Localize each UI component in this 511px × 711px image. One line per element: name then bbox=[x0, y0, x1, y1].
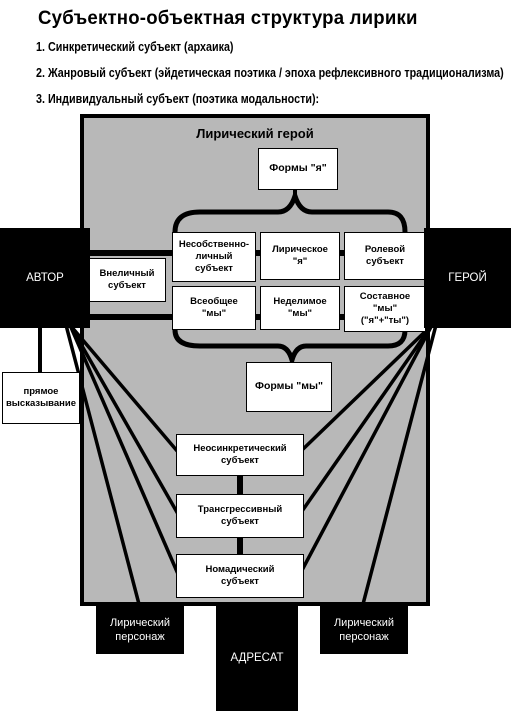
node-forms-ya: Формы "я" bbox=[258, 148, 338, 190]
node-nedelimoe-my: Неделимое "мы" bbox=[260, 286, 340, 330]
node-transgress: Трансгрессивный субъект bbox=[176, 494, 304, 538]
node-vseobshee-my: Всеобщее "мы" bbox=[172, 286, 256, 330]
node-vnelichny: Вне­личный субъект bbox=[88, 258, 166, 302]
node-nomadic: Номадический субъект bbox=[176, 554, 304, 598]
node-avtor: АВТОР bbox=[0, 228, 90, 328]
node-pryamoe: прямое высказывание bbox=[2, 372, 80, 424]
diagram-title: Субъектно-объектная структура лирики bbox=[38, 8, 418, 29]
node-forms-my: Формы "мы" bbox=[246, 362, 332, 412]
heading-syncretic: 1. Синкретический субъект (архаика) bbox=[36, 40, 234, 54]
node-liricheskoe-ya: Лирическое "я" bbox=[260, 232, 340, 280]
band-lower bbox=[80, 314, 432, 320]
node-lir-personazh-right: Лирический персонаж bbox=[320, 606, 408, 654]
line-author-neosinkret bbox=[68, 323, 180, 454]
node-nesobstvenno: Несобственно- личный субъект bbox=[172, 232, 256, 282]
line-author-transgress bbox=[68, 324, 180, 515]
node-lir-personazh-left: Лирический персонаж bbox=[96, 606, 184, 654]
line-hero-nomadic bbox=[298, 324, 434, 575]
line-author-nomadic bbox=[68, 324, 180, 575]
node-rolevoy: Ролевой субъект bbox=[344, 232, 426, 280]
heading-individual: 3. Индивидуальный субъект (поэтика модал… bbox=[36, 92, 320, 106]
node-adresat: АДРЕСАТ bbox=[216, 606, 298, 711]
brace-bottom bbox=[172, 329, 408, 370]
line-author-personazh bbox=[64, 324, 142, 609]
band-upper bbox=[80, 250, 432, 256]
line-hero-transgress bbox=[298, 323, 434, 516]
brace-top bbox=[172, 187, 408, 233]
node-sostavnoe-my: Составное "мы" ("я"+"ты") bbox=[344, 286, 426, 332]
line-hero-neosinkret bbox=[298, 323, 434, 454]
panel-title: Лирический герой bbox=[196, 126, 314, 141]
line-hero-personazh bbox=[360, 324, 438, 609]
heading-genre: 2. Жанровый субъект (эйдетическая поэтик… bbox=[36, 66, 504, 80]
node-neosinkret: Неосинкретический субъект bbox=[176, 434, 304, 476]
node-geroy: ГЕРОЙ bbox=[424, 228, 511, 328]
